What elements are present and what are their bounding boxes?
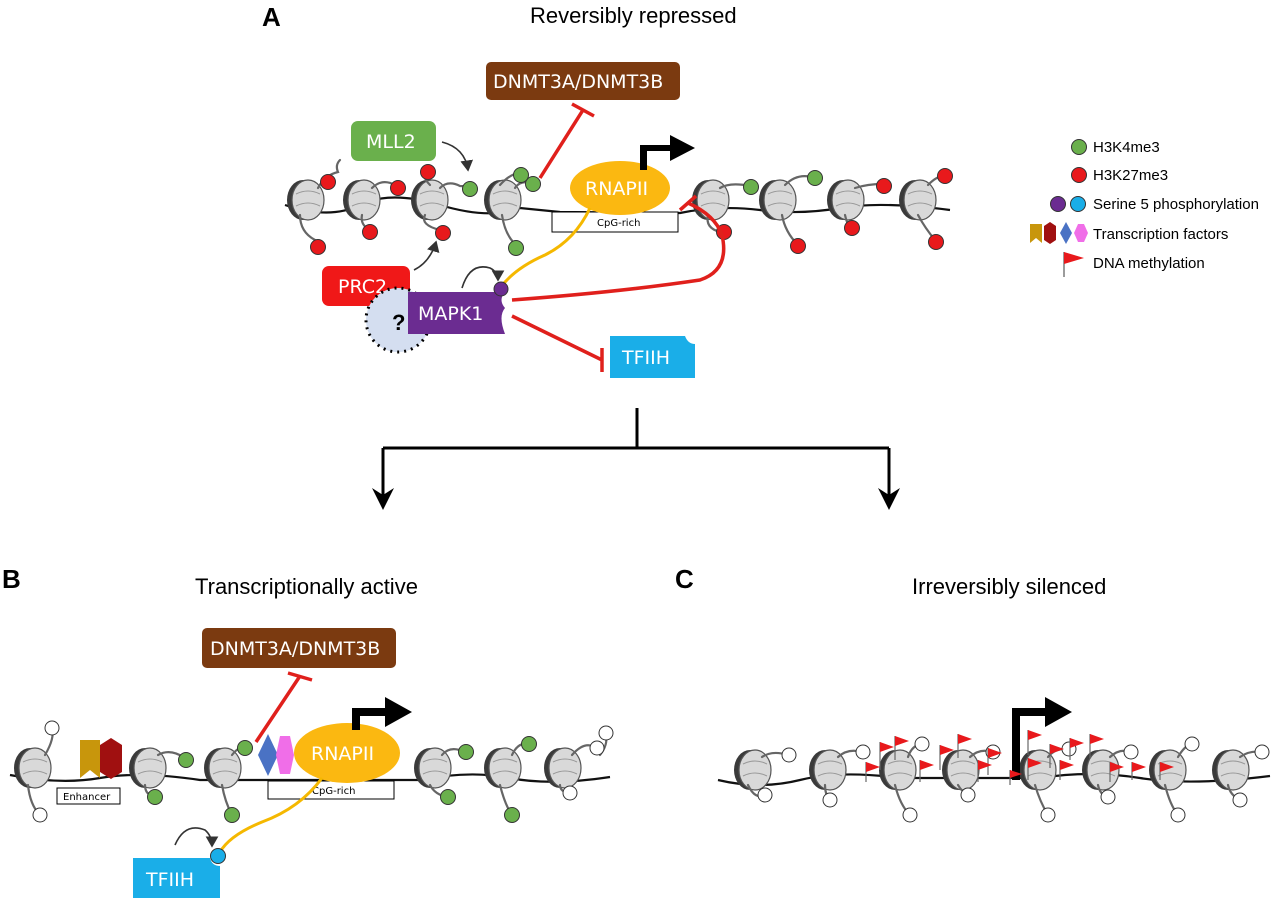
legend-ser5-label: Serine 5 phosphorylation	[1093, 196, 1259, 213]
panel-c-letter: C	[675, 564, 694, 594]
legend-tf-darkred-swatch	[1044, 222, 1056, 244]
unmodified-marks	[757, 736, 1270, 823]
mapk1-box: MAPK1	[408, 292, 505, 334]
tss-arrow	[1012, 697, 1072, 780]
cpg-rich-region: CpG-rich	[551, 211, 679, 233]
legend-methyl-label: DNA methylation	[1093, 255, 1205, 272]
panel-a-title: Reversibly repressed	[530, 3, 737, 28]
legend-tf-label: Transcription factors	[1093, 226, 1228, 243]
mapk1-tfiih-inhibition	[511, 314, 604, 372]
dna-strand	[9, 773, 611, 783]
dnmt3a-dnmt3b-box: DNMT3A/DNMT3B	[486, 62, 680, 100]
mll2-arrow	[441, 141, 474, 172]
cpg-rich-region: CpG-rich	[267, 780, 395, 800]
legend-methyl-flag-shape	[1064, 252, 1084, 264]
panel-c-title: Irreversibly silenced	[912, 574, 1106, 599]
dnmt-inhibition	[254, 671, 313, 743]
ser5-phospho-mark	[493, 281, 509, 297]
nucleosome	[941, 749, 980, 791]
legend-h3k4me3-swatch	[1071, 139, 1087, 155]
prc2-label: PRC2	[338, 276, 387, 298]
legend-tf-gold-swatch	[1030, 224, 1042, 243]
rnapii-label: RNAPII	[585, 178, 648, 200]
legend-h3k4me3-label: H3K4me3	[1093, 139, 1160, 156]
dnmt3a-dnmt3b-box: DNMT3A/DNMT3B	[202, 628, 396, 668]
nucleosome	[483, 747, 522, 789]
tf-gold	[80, 740, 100, 778]
prc2-arrow	[413, 240, 440, 271]
h3k4me3-marks	[462, 167, 823, 256]
tfiih-label: TFIIH	[145, 869, 194, 891]
tfiih-label: TFIIH	[621, 347, 670, 369]
enhancer-region: Enhancer	[56, 787, 121, 805]
mll2-label: MLL2	[366, 131, 416, 153]
dnmt-label: DNMT3A/DNMT3B	[493, 71, 663, 93]
h3k4me3-marks	[147, 736, 537, 823]
mapk1-rnapii-inhibition	[511, 194, 726, 302]
legend-ser5-blue-swatch	[1070, 196, 1086, 212]
tss-arrow	[640, 135, 695, 170]
tfiih-box: TFIIH	[133, 858, 220, 898]
dnmt-inhibition	[538, 102, 595, 179]
tss-arrow	[352, 697, 412, 730]
tf-blue	[258, 734, 278, 776]
rnapii-ctd-tail	[498, 207, 592, 289]
legend-ser5-purple-swatch	[1050, 196, 1066, 212]
cpg-rich-label: CpG-rich	[312, 786, 355, 797]
nucleosome	[203, 747, 242, 789]
nucleosome	[898, 179, 937, 221]
rnapii-ctd-tail	[218, 777, 324, 853]
nucleosome	[543, 747, 582, 789]
branch-arrows	[372, 408, 900, 510]
rnapii-label: RNAPII	[311, 743, 374, 765]
legend: H3K4me3 H3K27me3 Serine 5 phosphorylatio…	[1030, 139, 1259, 277]
rnapii-complex: RNAPII	[570, 161, 670, 215]
mll2-box: MLL2	[351, 121, 436, 161]
legend-h3k27me3-label: H3K27me3	[1093, 167, 1168, 184]
legend-h3k27me3-swatch	[1071, 167, 1087, 183]
ser5-phospho-mark	[210, 848, 226, 864]
panel-b-title: Transcriptionally active	[195, 574, 418, 599]
dna-methylation-flags	[865, 730, 1174, 785]
nucleosome	[758, 179, 797, 221]
rnapii-complex: RNAPII	[294, 723, 400, 783]
h3k27me3-marks	[310, 164, 953, 255]
panel-a-letter: A	[262, 2, 281, 32]
tfiih-phosphorylation-arrow	[174, 827, 219, 848]
enhancer-label: Enhancer	[63, 792, 111, 803]
nucleosome	[1148, 749, 1187, 791]
dnmt-label: DNMT3A/DNMT3B	[210, 638, 380, 660]
mapk1-label: MAPK1	[418, 303, 483, 325]
unmodified-marks	[32, 720, 614, 823]
panel-b-letter: B	[2, 564, 21, 594]
cpg-rich-label: CpG-rich	[597, 218, 640, 229]
legend-tf-blue-swatch	[1060, 222, 1072, 244]
nucleosome	[878, 749, 917, 791]
tf-pink	[276, 736, 294, 774]
dna-strand	[717, 772, 1271, 787]
nucleosome	[413, 747, 452, 789]
unknown-factor-label: ?	[392, 310, 405, 335]
tf-darkred	[100, 738, 122, 779]
legend-tf-pink-swatch	[1074, 224, 1088, 242]
mapk1-phosphorylation-arrow	[461, 266, 505, 289]
tfiih-box: TFIIH	[610, 336, 695, 378]
